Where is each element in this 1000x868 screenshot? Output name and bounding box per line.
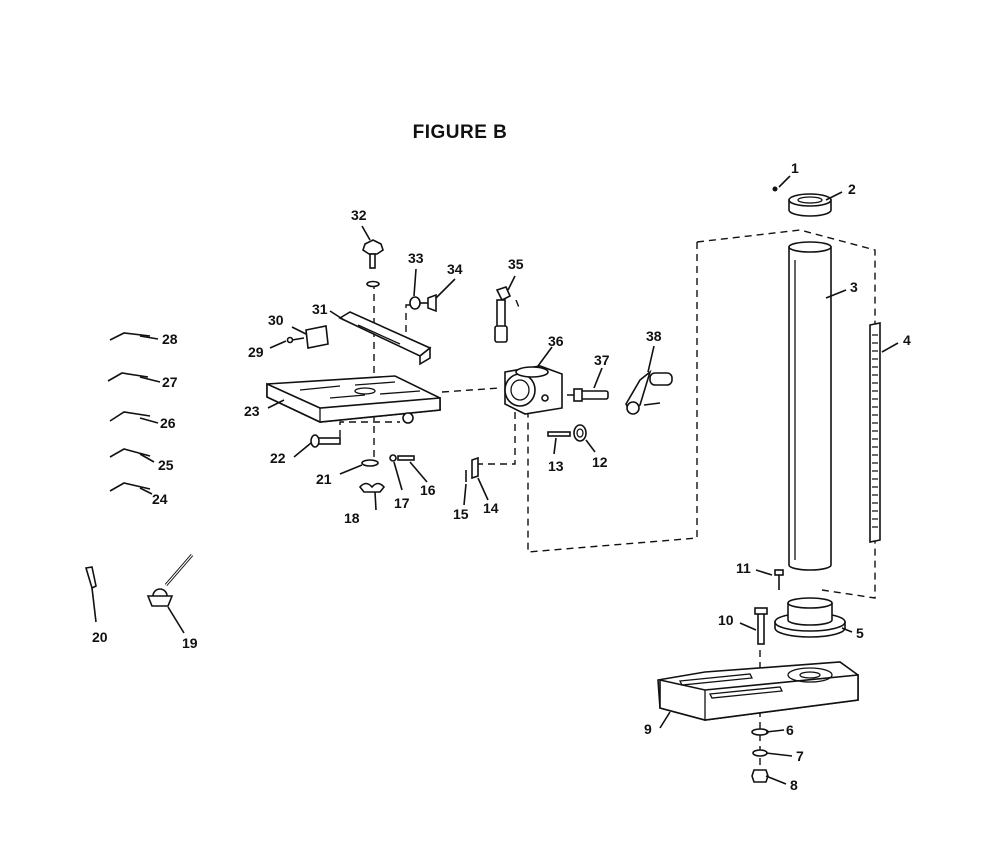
callout-34: 34 [447,261,463,277]
callout-5: 5 [856,625,864,641]
support-clamp-bolt [494,286,512,343]
figure-title: FIGURE B [412,122,508,143]
callout-27: 27 [162,374,178,390]
callout-17: 17 [394,495,410,511]
callout-29: 29 [248,344,264,360]
callout-25: 25 [158,457,174,473]
hex-nut [751,769,769,783]
callout-35: 35 [508,256,524,272]
callout-7: 7 [796,748,804,764]
callout-12: 12 [592,454,608,470]
base [657,661,859,721]
callout-37: 37 [594,352,610,368]
callout-28: 28 [162,331,178,347]
callout-38: 38 [646,328,662,344]
pin-long [397,455,415,461]
fence-clamp [305,325,329,349]
wing-screw [420,293,437,313]
callout-14: 14 [483,500,499,516]
callout-23: 23 [244,403,260,419]
bevel-bolt [310,434,341,448]
clamp-screw [286,336,305,344]
callout-16: 16 [420,482,436,498]
chuck-key [84,566,97,590]
screw [774,569,784,590]
callout-30: 30 [268,312,284,328]
worm-gear-shaft [573,388,609,402]
callout-19: 19 [182,635,198,651]
set-screw [772,186,778,192]
table-support [504,365,563,415]
callout-24: 24 [152,491,168,507]
helical-gear [573,424,587,442]
callout-36: 36 [548,333,564,349]
pin-small [389,454,397,462]
column-tube [788,241,832,571]
callout-15: 15 [453,506,469,522]
callout-22: 22 [270,450,286,466]
callout-31: 31 [312,301,328,317]
wing-nut [358,482,386,493]
gear-pin [547,431,571,437]
callout-labels: 1 2 3 4 5 6 7 8 9 10 11 12 13 14 15 16 1… [92,160,911,793]
callout-18: 18 [344,510,360,526]
table [266,375,441,424]
callout-20: 20 [92,629,108,645]
callout-4: 4 [903,332,911,348]
flat-washer-table [361,459,379,467]
callout-3: 3 [850,279,858,295]
callout-13: 13 [548,458,564,474]
callout-9: 9 [644,721,652,737]
hex-keys [107,332,151,492]
hex-bolt [754,607,768,645]
callout-11: 11 [736,560,751,576]
callout-2: 2 [848,181,856,197]
callout-10: 10 [718,612,734,628]
callout-26: 26 [160,415,176,431]
washer-fence [409,296,421,310]
ring-gear-rack-piece [471,456,479,480]
washer [751,728,769,736]
leader-lines [91,175,899,785]
callout-1: 1 [791,160,799,176]
callout-6: 6 [786,722,794,738]
crank-handle [625,369,673,415]
callout-21: 21 [316,471,332,487]
rack [869,322,881,543]
callout-8: 8 [790,777,798,793]
table-lock-knob [362,239,384,288]
lock-washer [752,749,768,757]
chuck-handle [146,554,194,607]
column-support [774,597,846,638]
column-collar [788,193,832,217]
callout-33: 33 [408,250,424,266]
callout-32: 32 [351,207,367,223]
fence-bracket [338,311,432,366]
